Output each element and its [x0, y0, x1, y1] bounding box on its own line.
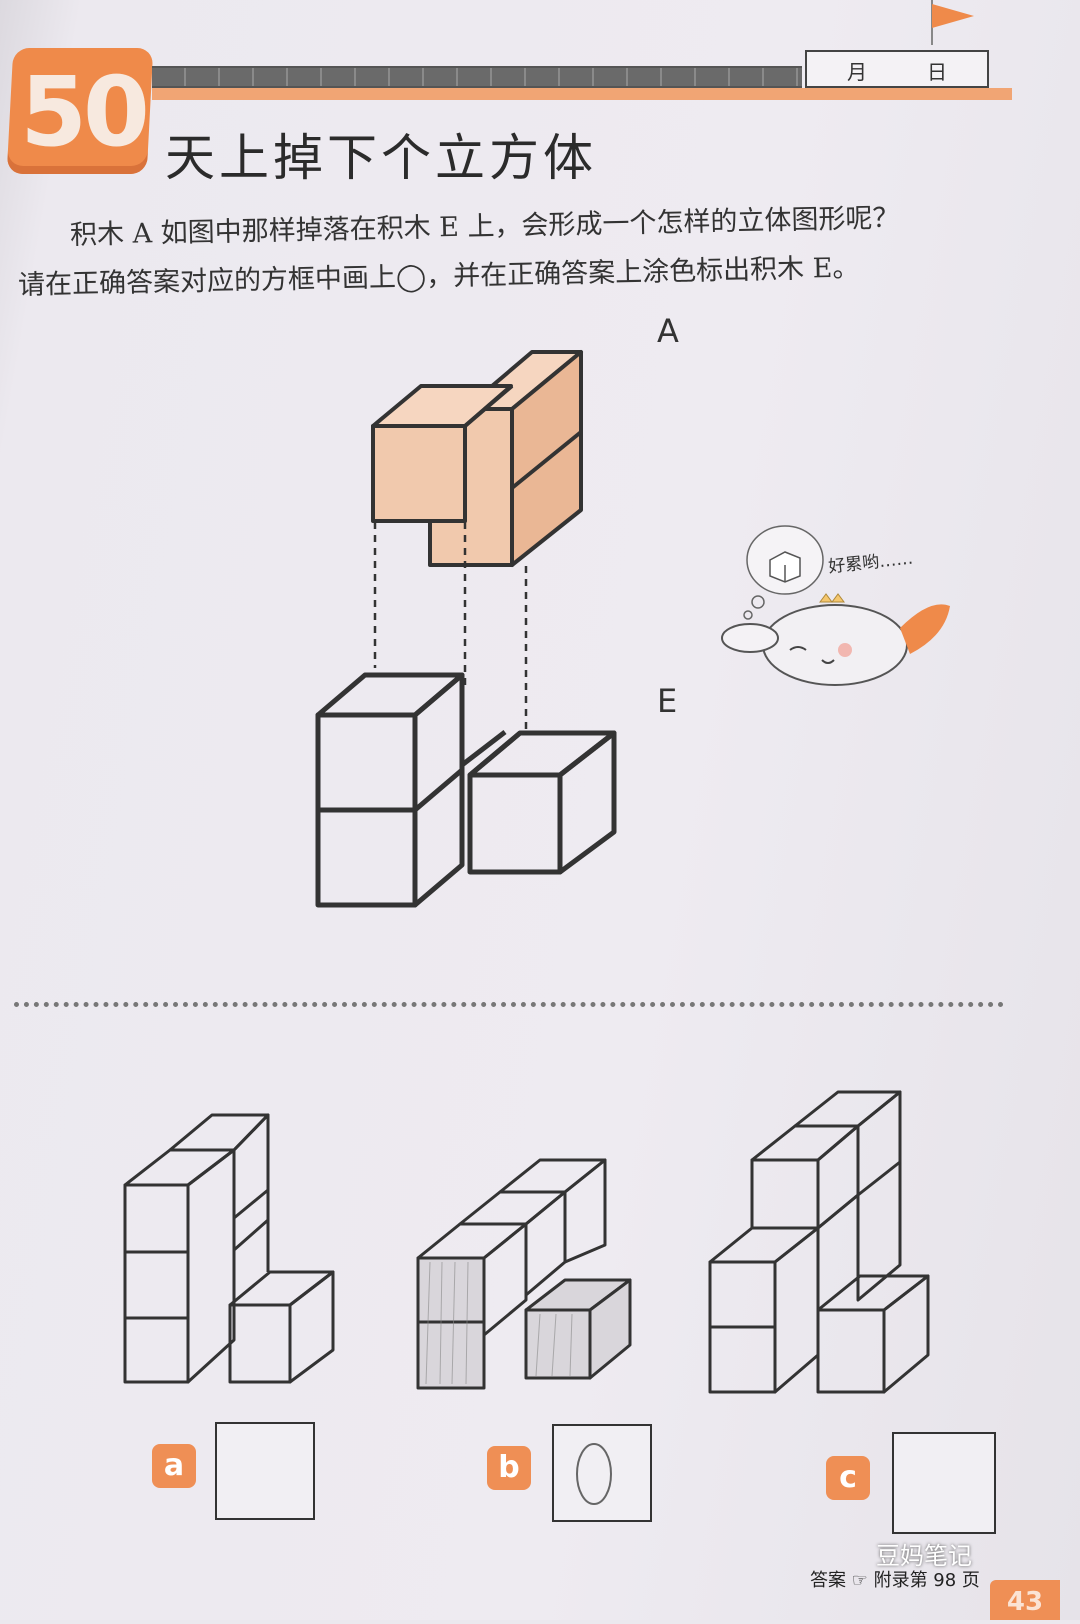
block-a-label: A: [657, 312, 679, 350]
date-month-label: 月: [847, 60, 867, 84]
date-box[interactable]: 月 日: [805, 50, 989, 88]
progress-track: [152, 66, 802, 88]
flag-icon: [931, 0, 974, 45]
watermark: 豆妈笔记: [876, 1542, 972, 1570]
mascot-illustration: [721, 525, 950, 686]
choice-b-tag: b: [487, 1446, 531, 1490]
page-number: 43: [990, 1580, 1060, 1620]
header-rule: [152, 88, 1012, 100]
choice-a-answer-box[interactable]: [215, 1422, 315, 1520]
block-e-figure: [315, 672, 617, 908]
choice-a-tag: a: [152, 1444, 196, 1488]
block-e-label: E: [657, 682, 678, 720]
section-divider: [14, 1002, 1004, 1007]
block-a-figure: [371, 350, 583, 732]
date-day-label: 日: [927, 60, 947, 84]
choice-b-answer-box[interactable]: [552, 1424, 652, 1522]
choice-c-tag: c: [826, 1456, 870, 1500]
lesson-number: 50: [20, 56, 150, 168]
circle-mark-icon: [576, 1443, 612, 1505]
choice-c-answer-box[interactable]: [892, 1432, 996, 1534]
answer-reference: 答案 ☞ 附录第 98 页: [810, 1570, 980, 1591]
page-title: 天上掉下个立方体: [165, 129, 597, 187]
